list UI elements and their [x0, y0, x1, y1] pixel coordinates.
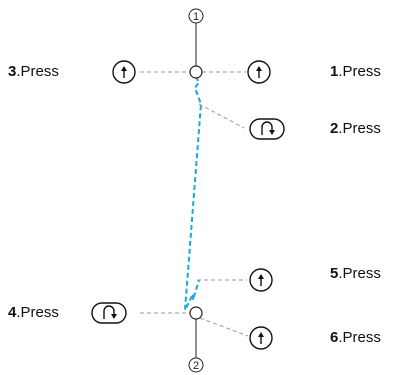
- junction-top: [189, 65, 203, 79]
- step-3-label: 3.Press: [8, 63, 59, 80]
- step-2-label: 2.Press: [330, 120, 381, 137]
- step-2-word: .Press: [338, 120, 381, 137]
- step-6-number: 6: [330, 329, 338, 346]
- leader-step-2: [198, 103, 245, 129]
- leader-step-6: [199, 317, 249, 337]
- step-1-word: .Press: [338, 63, 381, 80]
- step-2-number: 2: [330, 120, 338, 137]
- step-5-number: 5: [330, 265, 338, 282]
- step-1-number: 1: [330, 63, 338, 80]
- uturn-down-button-icon: [249, 118, 285, 140]
- step-1-label: 1.Press: [330, 63, 381, 80]
- marker-bottom: 2: [188, 357, 204, 373]
- up-arrow-button-icon: [249, 326, 273, 350]
- step-5-word: .Press: [338, 265, 381, 282]
- step-3-number: 3: [8, 63, 16, 80]
- step-6-word: .Press: [338, 329, 381, 346]
- up-arrow-button-icon: [247, 60, 271, 84]
- dashed-route-path: [184, 69, 202, 311]
- step-3-word: .Press: [16, 63, 59, 80]
- step-4-label: 4.Press: [8, 304, 59, 321]
- up-arrow-button-icon: [112, 60, 136, 84]
- marker-top-label: 1: [193, 11, 199, 23]
- step-5-label: 5.Press: [330, 265, 381, 282]
- step-6-label: 6.Press: [330, 329, 381, 346]
- uturn-down-button-icon: [91, 302, 127, 324]
- marker-bottom-label: 2: [193, 360, 199, 372]
- step-4-number: 4: [8, 304, 17, 321]
- marker-top: 1: [188, 8, 204, 24]
- step-4-word: .Press: [16, 304, 59, 321]
- junction-bottom: [189, 306, 203, 320]
- up-arrow-button-icon: [249, 268, 273, 292]
